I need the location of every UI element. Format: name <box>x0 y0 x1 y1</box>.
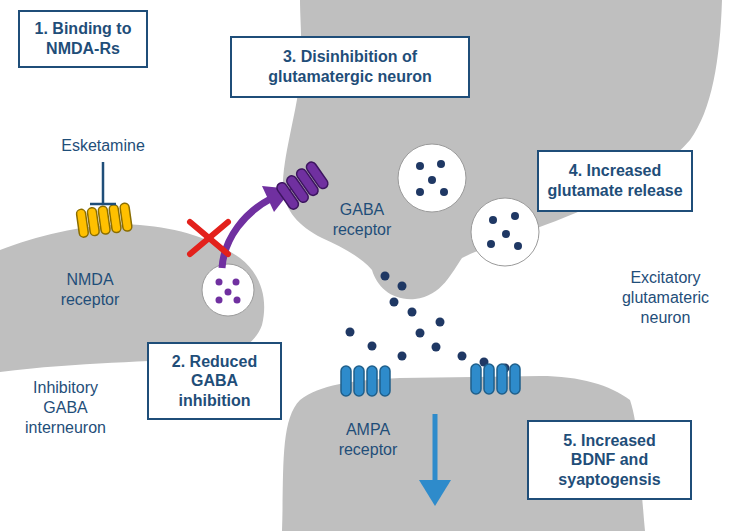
cross-stroke <box>190 222 228 254</box>
receptor-subunit <box>471 364 481 394</box>
glutamate-dot <box>398 282 407 291</box>
glutamate-dot <box>437 160 445 168</box>
callout-box: 5. Increased BDNF and syaptogensis <box>527 420 692 500</box>
nmda-receptor <box>76 203 132 238</box>
receptor-subunit <box>354 366 364 396</box>
step-text: 5. Increased BDNF and syaptogensis <box>551 431 668 490</box>
part-label: Inhibitory GABA interneuron <box>18 378 113 438</box>
glutamate-molecules <box>487 212 522 250</box>
glutamate-dot <box>381 272 390 281</box>
glutamate-dot <box>458 352 467 361</box>
gaba-dot <box>233 279 240 286</box>
inhibition-symbol <box>90 162 116 204</box>
receptor-subunit <box>484 364 494 394</box>
step-text: 3. Disinhibition of glutamatergic neuron <box>238 47 462 86</box>
cross-stroke <box>190 222 228 254</box>
ampa-receptor <box>341 366 390 396</box>
released-glutamate <box>346 272 510 373</box>
glutamate-dot <box>398 352 407 361</box>
signal-arrow-head <box>419 480 451 506</box>
receptor-subunit <box>341 366 351 396</box>
glutamate-dot <box>436 318 445 327</box>
glutamate-dot <box>368 342 377 351</box>
glutamate-dot <box>416 162 424 170</box>
gaba-dot <box>234 297 241 304</box>
receptor-subunit <box>304 160 329 190</box>
glutamate-dot <box>416 329 425 338</box>
receptor-subunit <box>510 364 520 394</box>
glutamate-dot <box>487 240 495 248</box>
gaba-dot <box>216 297 223 304</box>
part-label: GABA receptor <box>322 200 402 240</box>
glutamate-dot <box>416 188 424 196</box>
inhibition-bar <box>90 203 116 206</box>
gaba-molecules <box>216 279 241 304</box>
block-cross <box>190 222 228 254</box>
step-text: 4. Increased glutamate release <box>542 161 688 200</box>
receptor-subunit <box>120 203 133 232</box>
glutamate-dot <box>440 188 448 196</box>
glutamate-dot <box>346 328 355 337</box>
part-label: NMDA receptor <box>45 270 135 310</box>
step-text: 1. Binding to NMDA-Rs <box>24 19 142 58</box>
gaba-dot <box>225 289 232 296</box>
part-label: Excitatory glutamateric neuron <box>608 268 723 328</box>
callout-box: 1. Binding to NMDA-Rs <box>18 10 148 68</box>
part-label: AMPA receptor <box>323 420 413 460</box>
gaba-dot <box>216 279 223 286</box>
signal-arrow-stem <box>433 414 438 482</box>
gaba-receptor <box>275 160 330 211</box>
glutamate-dot <box>408 308 417 317</box>
receptor-subunit <box>367 366 377 396</box>
part-label: Esketamine <box>43 136 163 156</box>
glutamate-dot <box>489 216 497 224</box>
callout-box: 3. Disinhibition of glutamatergic neuron <box>230 36 470 98</box>
inhibition-stem <box>102 162 105 204</box>
glutamate-dot <box>390 298 399 307</box>
ampa-receptor <box>471 364 520 394</box>
callout-box: 4. Increased glutamate release <box>537 150 693 212</box>
glutamate-dot <box>502 230 510 238</box>
glutamate-dot <box>514 242 522 250</box>
glutamate-vesicle <box>398 144 466 212</box>
callout-box: 2. Reduced GABA inhibition <box>147 342 282 420</box>
receptor-subunit <box>380 366 390 396</box>
glutamate-dot <box>511 212 519 220</box>
glutamate-dot <box>428 176 436 184</box>
step-text: 2. Reduced GABA inhibition <box>163 352 266 411</box>
gaba-vesicle <box>202 264 254 316</box>
receptor-subunit <box>497 364 507 394</box>
glutamate-vesicle <box>471 198 539 266</box>
glutamate-molecules <box>416 160 448 196</box>
glutamate-dot <box>432 343 441 352</box>
gaba-release-arrow <box>222 198 272 268</box>
